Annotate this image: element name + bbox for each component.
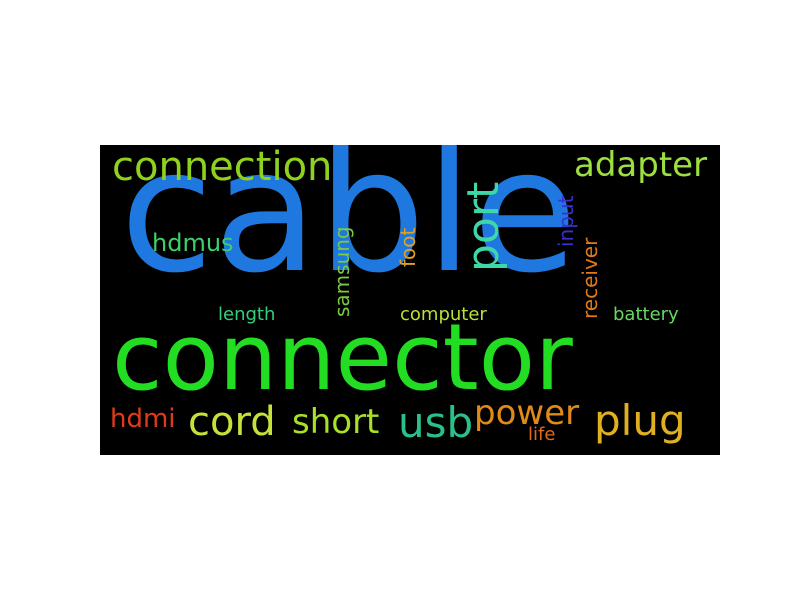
- word-power: power: [474, 393, 580, 433]
- word-life: life: [528, 424, 556, 445]
- word-cloud: cable connector connection port adapter …: [100, 145, 720, 455]
- word-samsung: samsung: [330, 226, 354, 317]
- word-usb: usb: [398, 398, 474, 447]
- word-connection: connection: [112, 145, 333, 190]
- word-hdmi: hdmi: [110, 404, 176, 434]
- word-cable: cable: [120, 145, 578, 311]
- word-computer: computer: [400, 304, 487, 325]
- word-input: input: [554, 195, 578, 247]
- word-plug: plug: [594, 396, 686, 445]
- word-cord: cord: [188, 399, 276, 445]
- word-adapter: adapter: [574, 145, 708, 185]
- word-length: length: [218, 304, 276, 325]
- word-port: port: [458, 181, 509, 272]
- word-connector: connector: [112, 304, 573, 411]
- word-receiver: receiver: [578, 237, 602, 319]
- word-hdmus: hdmus: [152, 229, 234, 257]
- word-battery: battery: [613, 304, 679, 325]
- word-foot: foot: [396, 227, 420, 267]
- word-short: short: [292, 402, 380, 442]
